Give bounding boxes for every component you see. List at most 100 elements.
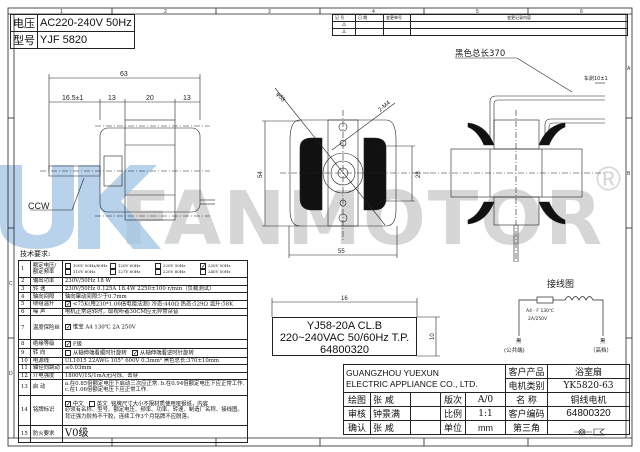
spec-name: 噪 声: [29, 307, 63, 317]
version: A/0: [465, 392, 506, 407]
spec-name: 转 向: [29, 348, 63, 359]
ruler-col-2: 2: [164, 9, 167, 15]
model-value: YJF 5820: [37, 31, 135, 49]
customer-product-label: 客户产品: [505, 364, 548, 379]
checkbox[interactable]: ✓: [64, 400, 71, 408]
wiring-title: 接线图: [547, 278, 574, 290]
option-2: 英文: [96, 401, 108, 408]
nameplate-line-3: 64800320: [320, 344, 369, 356]
option-1: 从轴伸端看顺时针旋转: [72, 350, 127, 357]
rev-header-number: 变更单号: [383, 14, 411, 22]
spec-value: V0级: [64, 427, 89, 439]
watermark-text: FANMOTOR: [120, 176, 605, 262]
unit-label: 单位: [440, 420, 466, 435]
checkbox[interactable]: [199, 269, 206, 275]
spec-no: 7: [18, 315, 31, 341]
projection-label: 第三角: [505, 420, 548, 435]
nameplate-dims: [271, 298, 440, 357]
spec-value: 轴向窜动间隙少于0.7mm: [64, 293, 127, 300]
dim-13-a: 13: [108, 95, 116, 102]
rev-header-content: 变更记录内容: [410, 14, 628, 22]
confirm-label: 确认: [343, 420, 371, 435]
spec-value: 惟宝 A4 130℃ 2A 250V: [72, 324, 136, 331]
spec-no: 3: [18, 284, 31, 294]
check-label: 审核: [343, 406, 371, 421]
watermark-logo: [0, 165, 161, 249]
scale-label: 比例: [440, 406, 466, 421]
option-label: 230V 50Hz: [207, 263, 231, 268]
option-label: 240V 50Hz: [207, 269, 231, 274]
spec-no: 4: [18, 292, 31, 302]
spec-value: UL1015 22AWG 105° 600V 0.3mm² 黑色总长:370±1…: [64, 358, 220, 365]
voltage-value: AC220-240V 50Hz: [37, 14, 135, 32]
ruler-col-1: 1: [60, 9, 63, 15]
voltage-option[interactable]: 220V 50Hz: [154, 263, 200, 269]
dim-height: 54: [258, 171, 264, 178]
customer-code: 64800320: [547, 406, 630, 421]
checkbox[interactable]: [88, 400, 95, 407]
version-label: 版次: [440, 392, 466, 407]
spec-name: 防火要求: [29, 424, 63, 443]
wiring-diagram: [518, 296, 604, 336]
voltage-option[interactable]: 240V 50Hz: [199, 269, 245, 275]
spec-no: 11: [18, 364, 31, 373]
dim-20: 20: [146, 95, 154, 102]
spec-value-3: 背迁强力耐热不干胶，连续工作3个月铭牌不应脱落。: [64, 413, 193, 420]
spec-no: 14: [18, 394, 31, 426]
name-label: 名 称: [505, 392, 548, 407]
spec-name: 轴径向跳动: [29, 364, 63, 373]
checkbox[interactable]: ✓: [64, 301, 71, 309]
revision-table: 记 号日 期变更单号变更记录内容 ⚠ ⚠: [332, 14, 628, 36]
spec-no: 1: [18, 260, 31, 278]
checkbox[interactable]: ✓: [199, 263, 206, 270]
checkbox[interactable]: ✓: [64, 324, 71, 332]
code-label: 客户编码: [505, 406, 548, 421]
spec-value: 1800V/1S/1mA无闪烁、击穿: [64, 372, 139, 379]
strip-length-label: 车剥10±1: [584, 75, 608, 82]
voltage-option[interactable]: 120V 60Hz: [109, 263, 155, 269]
fuse-symbol: [536, 296, 554, 304]
checkbox[interactable]: [109, 263, 116, 269]
spec-no: 5: [18, 300, 31, 309]
motor-type: YK5820-63: [547, 378, 630, 393]
voltage-option[interactable]: 100V 50Hz/60Hz: [64, 263, 110, 269]
left-lead-color: 黑: [516, 338, 522, 345]
lead-length-label: 黑色总长370: [455, 48, 505, 59]
checkbox[interactable]: [64, 263, 71, 269]
rev-mark-2: ⚠: [332, 28, 356, 36]
spec-value: <75K(用230*1.06倍电阻法测) 冷态:440Ω 热态:529Ω 温升:…: [72, 301, 234, 308]
checkbox[interactable]: [64, 349, 71, 356]
voltage-option[interactable]: 127V 60Hz: [109, 269, 155, 275]
spec-title: 技术要求:: [20, 250, 51, 258]
checkbox[interactable]: [154, 263, 161, 269]
ruler-col-5: 5: [476, 9, 479, 15]
voltage-option[interactable]: 220V 60Hz: [154, 269, 200, 275]
spec-value: a.在0.85倍额定电压下启动三次应正常. b.在0.94倍额定电压下应正常工作…: [64, 381, 245, 388]
right-lead-role: （高档）: [590, 346, 612, 354]
checkbox[interactable]: [109, 269, 116, 275]
checkbox[interactable]: ✓: [131, 349, 138, 357]
ruler-row-b: B: [627, 171, 631, 177]
spec-no: 13: [18, 378, 31, 396]
checkbox[interactable]: ✓: [64, 340, 71, 348]
checkbox[interactable]: [64, 269, 71, 275]
dim-core: 28: [416, 171, 422, 178]
spec-value: 230V/50Hz 18 W: [64, 278, 112, 285]
voltage-option[interactable]: ✓230V 50Hz: [199, 263, 245, 270]
nameplate-label: YJ58-20A CL.B 220~240VAC 50/60Hz T.P. 64…: [272, 317, 417, 356]
voltage-option[interactable]: 110V 60Hz: [64, 269, 110, 275]
spec-value: 230V/50Hz 0.125A 18.4W 2250±100 r/min（负载…: [64, 286, 215, 292]
checkbox[interactable]: [154, 269, 161, 275]
confirm-name: 张 咸: [370, 420, 411, 435]
dim-shaft: 16.5±1: [62, 95, 83, 102]
lead-view: [430, 57, 605, 262]
ruler-row-a: A: [627, 66, 631, 72]
fuse-label: A4 - F 130℃: [526, 308, 554, 314]
